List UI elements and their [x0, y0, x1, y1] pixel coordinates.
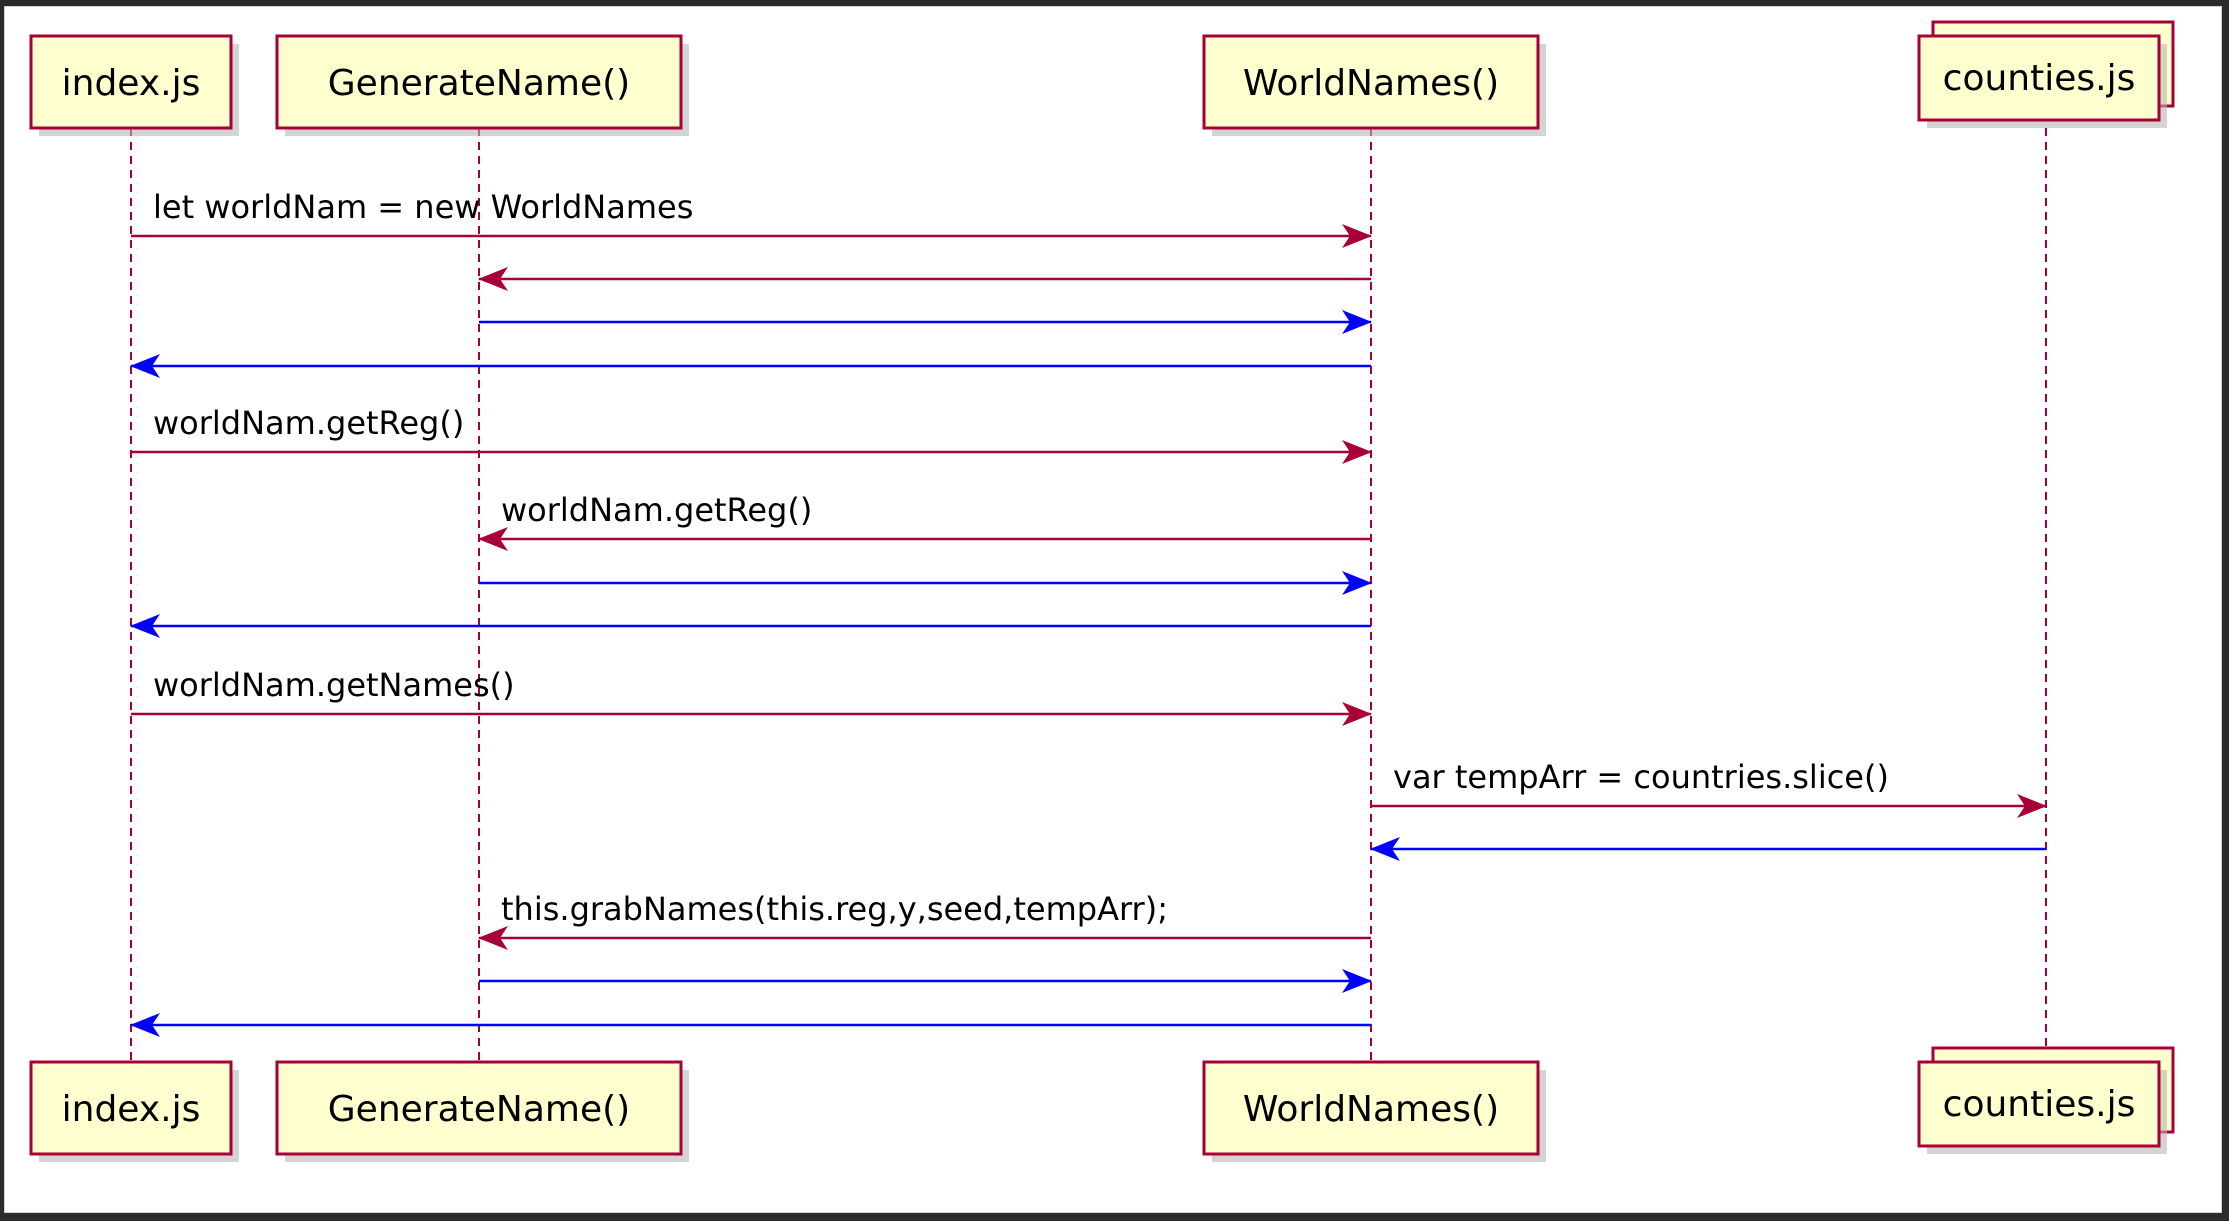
participant-label: WorldNames() [1243, 63, 1499, 104]
call-message: worldNam.getReg() [131, 404, 1372, 464]
message-label: let worldNam = new WorldNames [153, 188, 693, 226]
participant-world-top: WorldNames() [1202, 34, 1546, 136]
call-message: var tempArr = countries.slice() [1371, 758, 2047, 818]
call-message: let worldNam = new WorldNames [131, 188, 1372, 248]
message-label: var tempArr = countries.slice() [1393, 758, 1889, 796]
message-label: worldNam.getNames() [153, 666, 515, 704]
participant-label: index.js [62, 63, 201, 104]
participant-counties-top: counties.js [1917, 20, 2175, 128]
call-message: worldNam.getNames() [131, 666, 1372, 726]
participant-world-bottom: WorldNames() [1202, 1060, 1546, 1162]
participant-label: counties.js [1943, 58, 2136, 99]
call-message: worldNam.getReg() [478, 491, 1371, 551]
message-label: this.grabNames(this.reg,y,seed,tempArr); [501, 890, 1168, 928]
participant-gen-bottom: GenerateName() [275, 1060, 689, 1162]
participant-label: index.js [62, 1089, 201, 1130]
participant-label: counties.js [1943, 1084, 2136, 1125]
participant-index-top: index.js [29, 34, 239, 136]
participant-counties-bottom: counties.js [1917, 1046, 2175, 1154]
diagram-frame [4, 6, 2222, 1213]
participant-gen-top: GenerateName() [275, 34, 689, 136]
call-message: this.grabNames(this.reg,y,seed,tempArr); [478, 890, 1371, 950]
participant-label: GenerateName() [328, 63, 630, 104]
message-label: worldNam.getReg() [153, 404, 464, 442]
message-label: worldNam.getReg() [501, 491, 812, 529]
participant-label: GenerateName() [328, 1089, 630, 1130]
participant-index-bottom: index.js [29, 1060, 239, 1162]
participant-label: WorldNames() [1243, 1089, 1499, 1130]
